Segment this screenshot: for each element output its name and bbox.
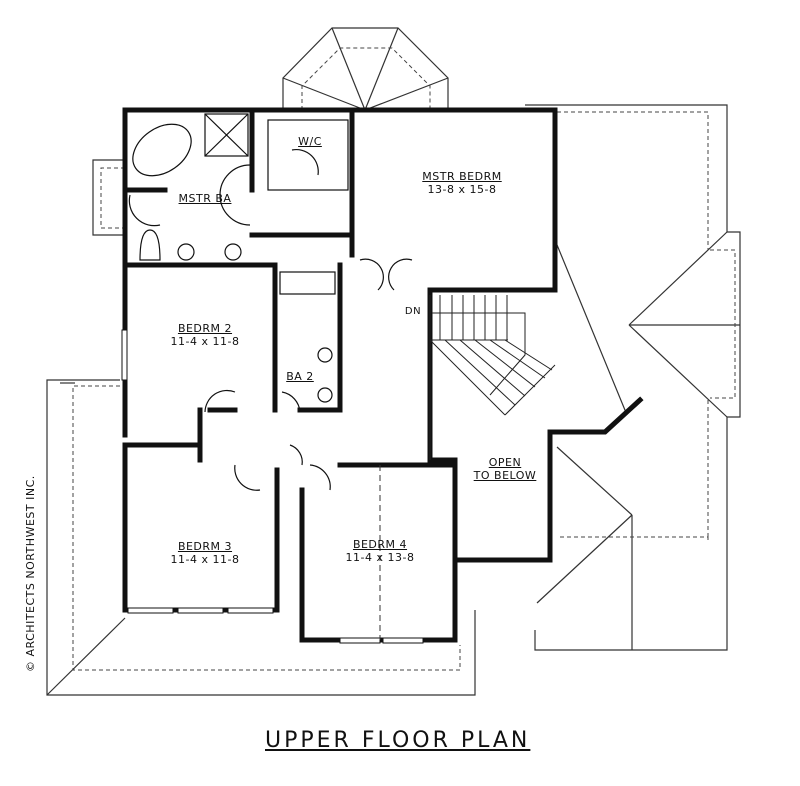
room-dims: 11-4 x 11-8 xyxy=(170,335,240,348)
room-label-bedroom-4: BEDRM 4 11-4 x 13-8 xyxy=(320,538,440,564)
room-label-walk-in-closet: W/C xyxy=(285,135,335,148)
room-dims: 13-8 x 15-8 xyxy=(427,183,497,196)
stairs xyxy=(429,295,556,460)
windows xyxy=(121,329,424,644)
roof-outline xyxy=(46,27,741,696)
room-name: BEDRM 3 xyxy=(177,540,233,553)
open-line-1: OPEN xyxy=(488,456,522,469)
open-line-2: TO BELOW xyxy=(473,469,537,482)
room-label-bedroom-3: BEDRM 3 11-4 x 11-8 xyxy=(145,540,265,566)
roof-dashed xyxy=(72,47,736,671)
room-name: MSTR BA xyxy=(178,192,232,205)
plan-title: UPPER FLOOR PLAN xyxy=(265,728,531,753)
room-name: MSTR BEDRM xyxy=(422,170,502,183)
copyright-notice: © ARCHITECTS NORTHWEST INC. xyxy=(24,475,37,672)
room-label-master-bedroom: MSTR BEDRM 13-8 x 15-8 xyxy=(392,170,532,196)
stairs-down-label: DN xyxy=(404,306,422,317)
room-dims: 11-4 x 11-8 xyxy=(170,553,240,566)
room-name: BA 2 xyxy=(286,370,314,383)
room-label-bedroom-2: BEDRM 2 11-4 x 11-8 xyxy=(145,322,265,348)
room-dims: 11-4 x 13-8 xyxy=(345,551,415,564)
label-open-to-below: OPEN TO BELOW xyxy=(455,456,555,482)
fixtures xyxy=(132,113,349,403)
room-label-master-bath: MSTR BA xyxy=(160,192,250,205)
room-name: BEDRM 4 xyxy=(352,538,408,551)
room-name: BEDRM 2 xyxy=(177,322,233,335)
room-label-bath-2: BA 2 xyxy=(275,370,325,383)
door-swings xyxy=(128,148,413,491)
room-name: W/C xyxy=(298,135,322,148)
